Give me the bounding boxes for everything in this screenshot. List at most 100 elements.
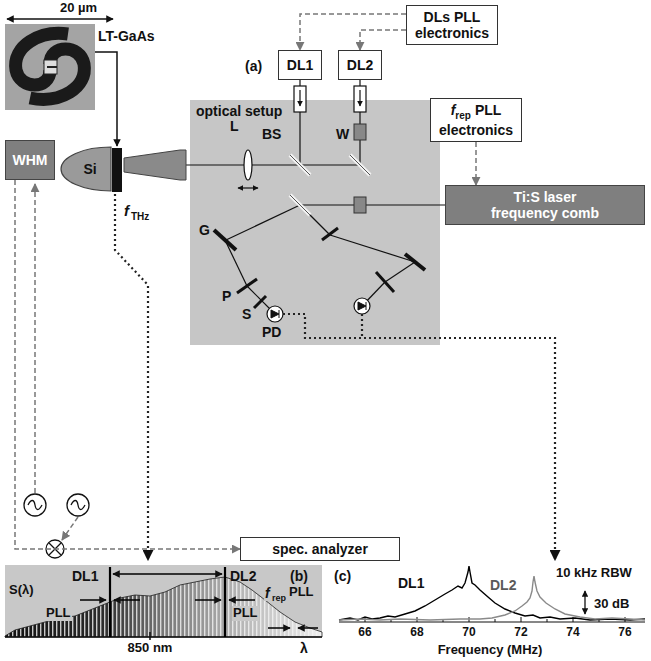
dashed-connector — [360, 30, 406, 50]
beam-splitter — [290, 195, 310, 215]
node-text: Ti:S laser frequency comb — [491, 189, 599, 221]
control-box: DLs PLL electronics — [406, 5, 498, 45]
label: BS — [262, 126, 281, 142]
scale-bar — [7, 18, 113, 20]
label: Frequency (MHz) — [438, 643, 543, 658]
isolator — [359, 90, 360, 106]
beam-path — [359, 80, 360, 165]
label: DL2 — [490, 577, 516, 593]
optical-spectrum — [229, 599, 255, 601]
label: f — [264, 585, 271, 601]
label: 70 — [462, 626, 475, 640]
label: S — [242, 306, 251, 322]
label: rep — [271, 593, 287, 603]
signal-line — [283, 314, 555, 560]
laser-box: Ti:S laser frequency comb — [445, 185, 645, 225]
antenna-micrograph — [30, 49, 84, 99]
beam-splitter — [290, 155, 370, 215]
photodiode — [267, 306, 283, 322]
label: G — [199, 222, 210, 238]
grating — [214, 230, 236, 250]
antenna-micrograph — [47, 66, 57, 68]
control-box: frepPLL electronics — [430, 98, 522, 142]
text-group: WHM — [13, 152, 48, 168]
lens — [376, 272, 394, 292]
label: PLL — [232, 606, 259, 621]
text-group: frepPLL electronics — [435, 102, 517, 137]
text-group: DLs PLL electronics — [411, 9, 493, 41]
isolator — [299, 90, 300, 106]
oscillator — [62, 517, 78, 540]
beam-path — [330, 235, 415, 262]
optical-spectrum — [5, 565, 322, 640]
wire — [95, 52, 117, 146]
beat-spectrum — [339, 566, 645, 620]
beam-path — [385, 262, 415, 282]
wave-plate — [354, 124, 366, 140]
optical-panel — [190, 100, 440, 345]
node-text: Si — [83, 161, 96, 177]
oscillator — [24, 184, 89, 540]
optical-spectrum — [224, 567, 226, 637]
emitter — [124, 150, 186, 180]
isolator — [294, 86, 306, 112]
beam-path — [300, 204, 445, 205]
grating — [405, 254, 425, 270]
label: 74 — [566, 626, 579, 640]
analyzer-box: spec. analyzer — [240, 537, 400, 561]
optical-spectrum — [5, 577, 322, 637]
beam-splitter — [350, 155, 370, 175]
label: 30 dB — [594, 597, 629, 612]
beam-path — [226, 205, 300, 240]
label: S(λ) — [9, 583, 34, 598]
optical-spectrum — [5, 577, 322, 637]
node-text: spec. analyzer — [272, 541, 368, 557]
label: LT-GaAs — [98, 28, 155, 44]
isolator — [354, 86, 366, 112]
label: 72 — [514, 626, 527, 640]
photodiode — [267, 298, 370, 322]
label: 850 nm — [128, 641, 173, 656]
lens-outline — [61, 147, 111, 191]
text-group: Si — [83, 161, 96, 177]
optical-spectrum — [80, 599, 106, 601]
optical-spectrum — [109, 567, 111, 637]
text-group: DL1 — [287, 57, 313, 73]
dashed-connector — [300, 14, 406, 50]
text-group: spec. analyzer — [272, 541, 368, 557]
lens — [238, 187, 258, 188]
label: PD — [262, 324, 281, 340]
photodiode — [271, 310, 279, 318]
node-text: DL1 — [287, 57, 313, 73]
label: DL2 — [230, 568, 256, 584]
wave-plate — [354, 197, 366, 213]
optical-spectrum — [268, 627, 290, 629]
lens — [237, 279, 257, 293]
scale-bar — [7, 19, 113, 20]
grating — [322, 228, 338, 240]
oscillator — [34, 184, 36, 493]
label: 66 — [358, 626, 371, 640]
beam-splitter — [290, 155, 310, 175]
beam-splitter — [290, 155, 310, 175]
beam-splitter — [350, 155, 370, 175]
optical-spectrum — [114, 599, 140, 601]
label: THz — [131, 211, 149, 223]
oscillator — [71, 501, 85, 510]
antenna-micrograph — [16, 33, 68, 85]
label: 20 µm — [60, 1, 97, 16]
dashed-connector — [15, 180, 240, 549]
optical-spectrum — [80, 600, 318, 628]
label: 10 kHz RBW — [556, 566, 632, 581]
label: λ — [300, 640, 308, 656]
lens — [244, 150, 252, 180]
signal-line — [115, 194, 555, 560]
label: W — [336, 126, 349, 142]
slit — [254, 296, 266, 308]
label: L — [230, 118, 239, 134]
oscillator — [24, 494, 46, 516]
node-text: PLL electronics — [439, 102, 513, 137]
photodiode — [354, 298, 370, 314]
